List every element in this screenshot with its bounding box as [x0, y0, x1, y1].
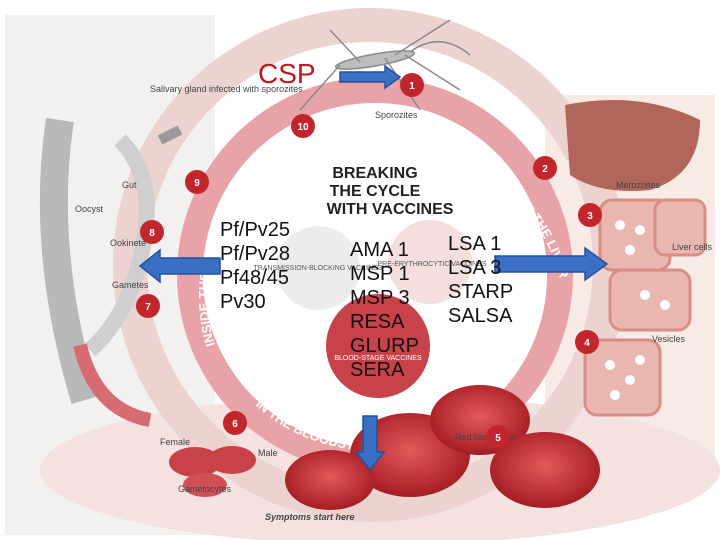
arrow-down — [354, 415, 386, 472]
svg-text:5: 5 — [495, 433, 501, 444]
svg-text:10: 10 — [297, 122, 309, 133]
svg-text:2: 2 — [542, 164, 548, 175]
step-4 — [575, 330, 599, 354]
svg-text:9: 9 — [194, 178, 200, 189]
transmission-blocking-label: TRANSMISSION-BLOCKING VACCINES — [253, 265, 382, 272]
liver-drawing — [565, 100, 700, 191]
label-vesicles: Vesicles — [652, 334, 686, 344]
vesicle-dots — [605, 220, 670, 400]
label-male: Male — [258, 448, 278, 458]
antigen-item: MSP 3 — [350, 287, 410, 309]
mosquito-gut-drawing — [39, 117, 183, 405]
gametocyte-cells — [169, 446, 256, 497]
antigen-item: GLURP — [350, 335, 419, 357]
inner-disc — [203, 103, 547, 447]
svg-text:1: 1 — [409, 81, 415, 92]
svg-text:6: 6 — [232, 419, 238, 430]
antigen-item: SALSA — [448, 305, 513, 327]
arrow-left — [138, 248, 221, 284]
antigen-item: Pf48/45 — [220, 267, 289, 289]
step-3 — [578, 203, 602, 227]
label-oocyst: Oocyst — [75, 204, 104, 214]
antigen-item: Pf/Pv28 — [220, 243, 291, 265]
antigen-item: STARP — [448, 281, 514, 303]
antigen-item: AMA 1 — [350, 239, 409, 261]
svg-text:3: 3 — [587, 211, 593, 222]
diagram-title-line3: WITH VACCINES — [327, 201, 454, 218]
csp-label: CSP — [258, 58, 316, 89]
label-merozoites: Merozoites — [616, 180, 661, 190]
label-ookinete: Ookinete — [110, 238, 146, 248]
label-gut: Gut — [122, 180, 137, 190]
pre-erythrocytic-disc — [388, 220, 472, 304]
arrow-right — [494, 246, 609, 282]
label-symptoms: Symptoms start here — [265, 512, 355, 522]
liver-stage-antigen-list: LSA 1 LSA 3 STARP SALSA — [448, 232, 513, 328]
step-5 — [486, 425, 510, 449]
label-sporozites: Sporozites — [375, 110, 418, 120]
antigen-item: SERA — [350, 359, 405, 381]
step-2 — [533, 156, 557, 180]
step-1 — [400, 73, 424, 97]
step-10 — [291, 114, 315, 138]
mosquito-drawing — [299, 19, 471, 111]
step-7 — [136, 294, 160, 318]
red-blood-cells — [285, 385, 600, 510]
label-gametes: Gametes — [112, 280, 149, 290]
diagram-title-line1: BREAKING — [332, 165, 417, 182]
diagram-title-line2: THE CYCLE — [330, 183, 421, 200]
blood-stage-label: BLOOD-STAGE VACCINES — [334, 355, 422, 362]
arrow-csp-right — [339, 64, 402, 90]
antigen-item: MSP 1 — [350, 263, 410, 285]
antigen-item: Pv30 — [220, 291, 266, 313]
step-8 — [140, 220, 164, 244]
step-6 — [223, 411, 247, 435]
antigen-item: LSA 1 — [448, 233, 502, 255]
step-markers: 1 2 3 4 5 6 7 8 9 10 — [136, 73, 602, 449]
svg-text:7: 7 — [145, 302, 151, 313]
label-gametocytes: Gametocytes — [178, 484, 232, 494]
blood-stage-antigen-list: AMA 1 MSP 1 MSP 3 RESA GLURP SERA — [350, 238, 419, 382]
antigen-item: Pf/Pv25 — [220, 219, 291, 241]
step-9 — [185, 170, 209, 194]
svg-text:8: 8 — [149, 228, 155, 239]
label-female: Female — [160, 437, 190, 447]
svg-text:4: 4 — [584, 338, 590, 349]
transmission-antigen-list: Pf/Pv25 Pf/Pv28 Pf48/45 Pv30 — [220, 218, 290, 314]
antigen-item: RESA — [350, 311, 405, 333]
pre-erythrocytic-label: PRE-ERYTHROCYTIC VACCINES — [377, 261, 486, 268]
overlay-arrows — [138, 64, 609, 472]
transmission-blocking-disc — [276, 226, 360, 310]
blood-stage-disc — [326, 294, 430, 398]
mosquito-return-arrow — [73, 343, 152, 427]
label-liver-cells: Liver cells — [672, 242, 713, 252]
antigen-item: LSA 3 — [448, 257, 502, 279]
label-salivary-gland: Salivary gland infected with sporozites — [150, 84, 303, 94]
